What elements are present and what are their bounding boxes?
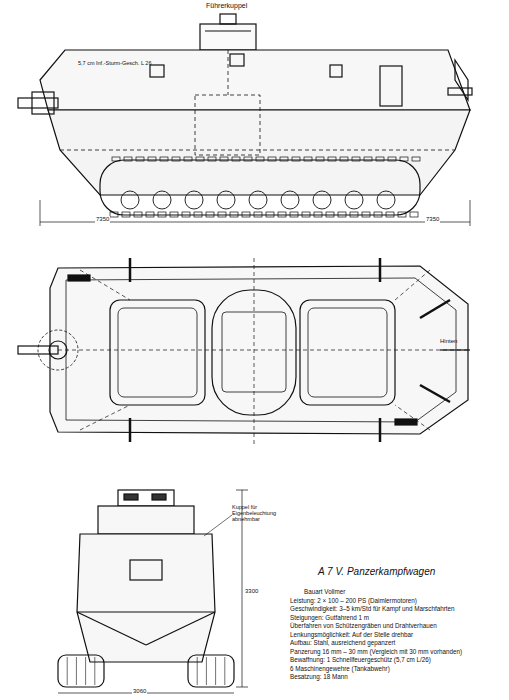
spec-line: Bewaffnung: 1 Schnellfeuergeschütz (5,7 … <box>290 656 504 665</box>
cupola-front <box>118 490 174 506</box>
track <box>100 160 420 215</box>
hull-upper <box>40 50 470 110</box>
spec-line: Besatzung: 18 Mann <box>290 673 504 682</box>
door <box>380 66 402 106</box>
hull-front <box>77 534 215 662</box>
part-name: Führerkuppel <box>206 2 247 10</box>
note: Kuppel für Eigenbeleuchtung abnehmbar <box>232 504 294 522</box>
spec-line: Überfahren von Schützengräben und Drahtv… <box>290 622 504 631</box>
dimension: 7350 <box>95 216 110 223</box>
gun-mantlet <box>32 92 54 114</box>
spec-line: Steigungen: Gutfahrend 1 m <box>290 614 504 623</box>
spec-line: 6 Maschinengewehre (Tankabwehr) <box>290 665 504 674</box>
hull-plan <box>50 266 468 434</box>
cupola <box>200 24 256 50</box>
hull-skirt <box>48 110 470 195</box>
dimension: 3060 <box>132 688 147 695</box>
spec-line: Panzerung 16 mm – 30 mm (Vergleich mit 3… <box>290 648 504 657</box>
spec-title: A 7 V. Panzerkampfwagen <box>318 566 435 577</box>
spec-line: Geschwindigkeit: 3–5 km/Std für Kampf un… <box>290 605 504 614</box>
main-gun-plan <box>18 346 58 354</box>
roof-panel <box>300 300 395 405</box>
dimension: 7350 <box>425 216 440 223</box>
spec-line: Leistung: 2 × 100 – 200 PS (Daimlermotor… <box>290 597 504 606</box>
spec-line: Aufbau: Stahl, ausreichend gepanzert <box>290 639 504 648</box>
gun-port <box>130 560 162 580</box>
track-front <box>188 655 234 687</box>
main-gun <box>18 98 58 108</box>
roof-panel <box>110 300 205 405</box>
spec-line: Lenkungsmöglichkeit: Auf der Stelle dreh… <box>290 631 504 640</box>
track-front <box>58 655 104 687</box>
dimension: 3300 <box>244 588 259 595</box>
spec-line: Bauart Vollmer <box>290 588 504 597</box>
vision-slit <box>230 54 244 66</box>
part-name: 5,7 cm Inf.-Sturm-Gesch. L 26 <box>78 60 151 66</box>
direction-label: Hinten <box>440 338 457 345</box>
cupola-top <box>220 14 236 24</box>
